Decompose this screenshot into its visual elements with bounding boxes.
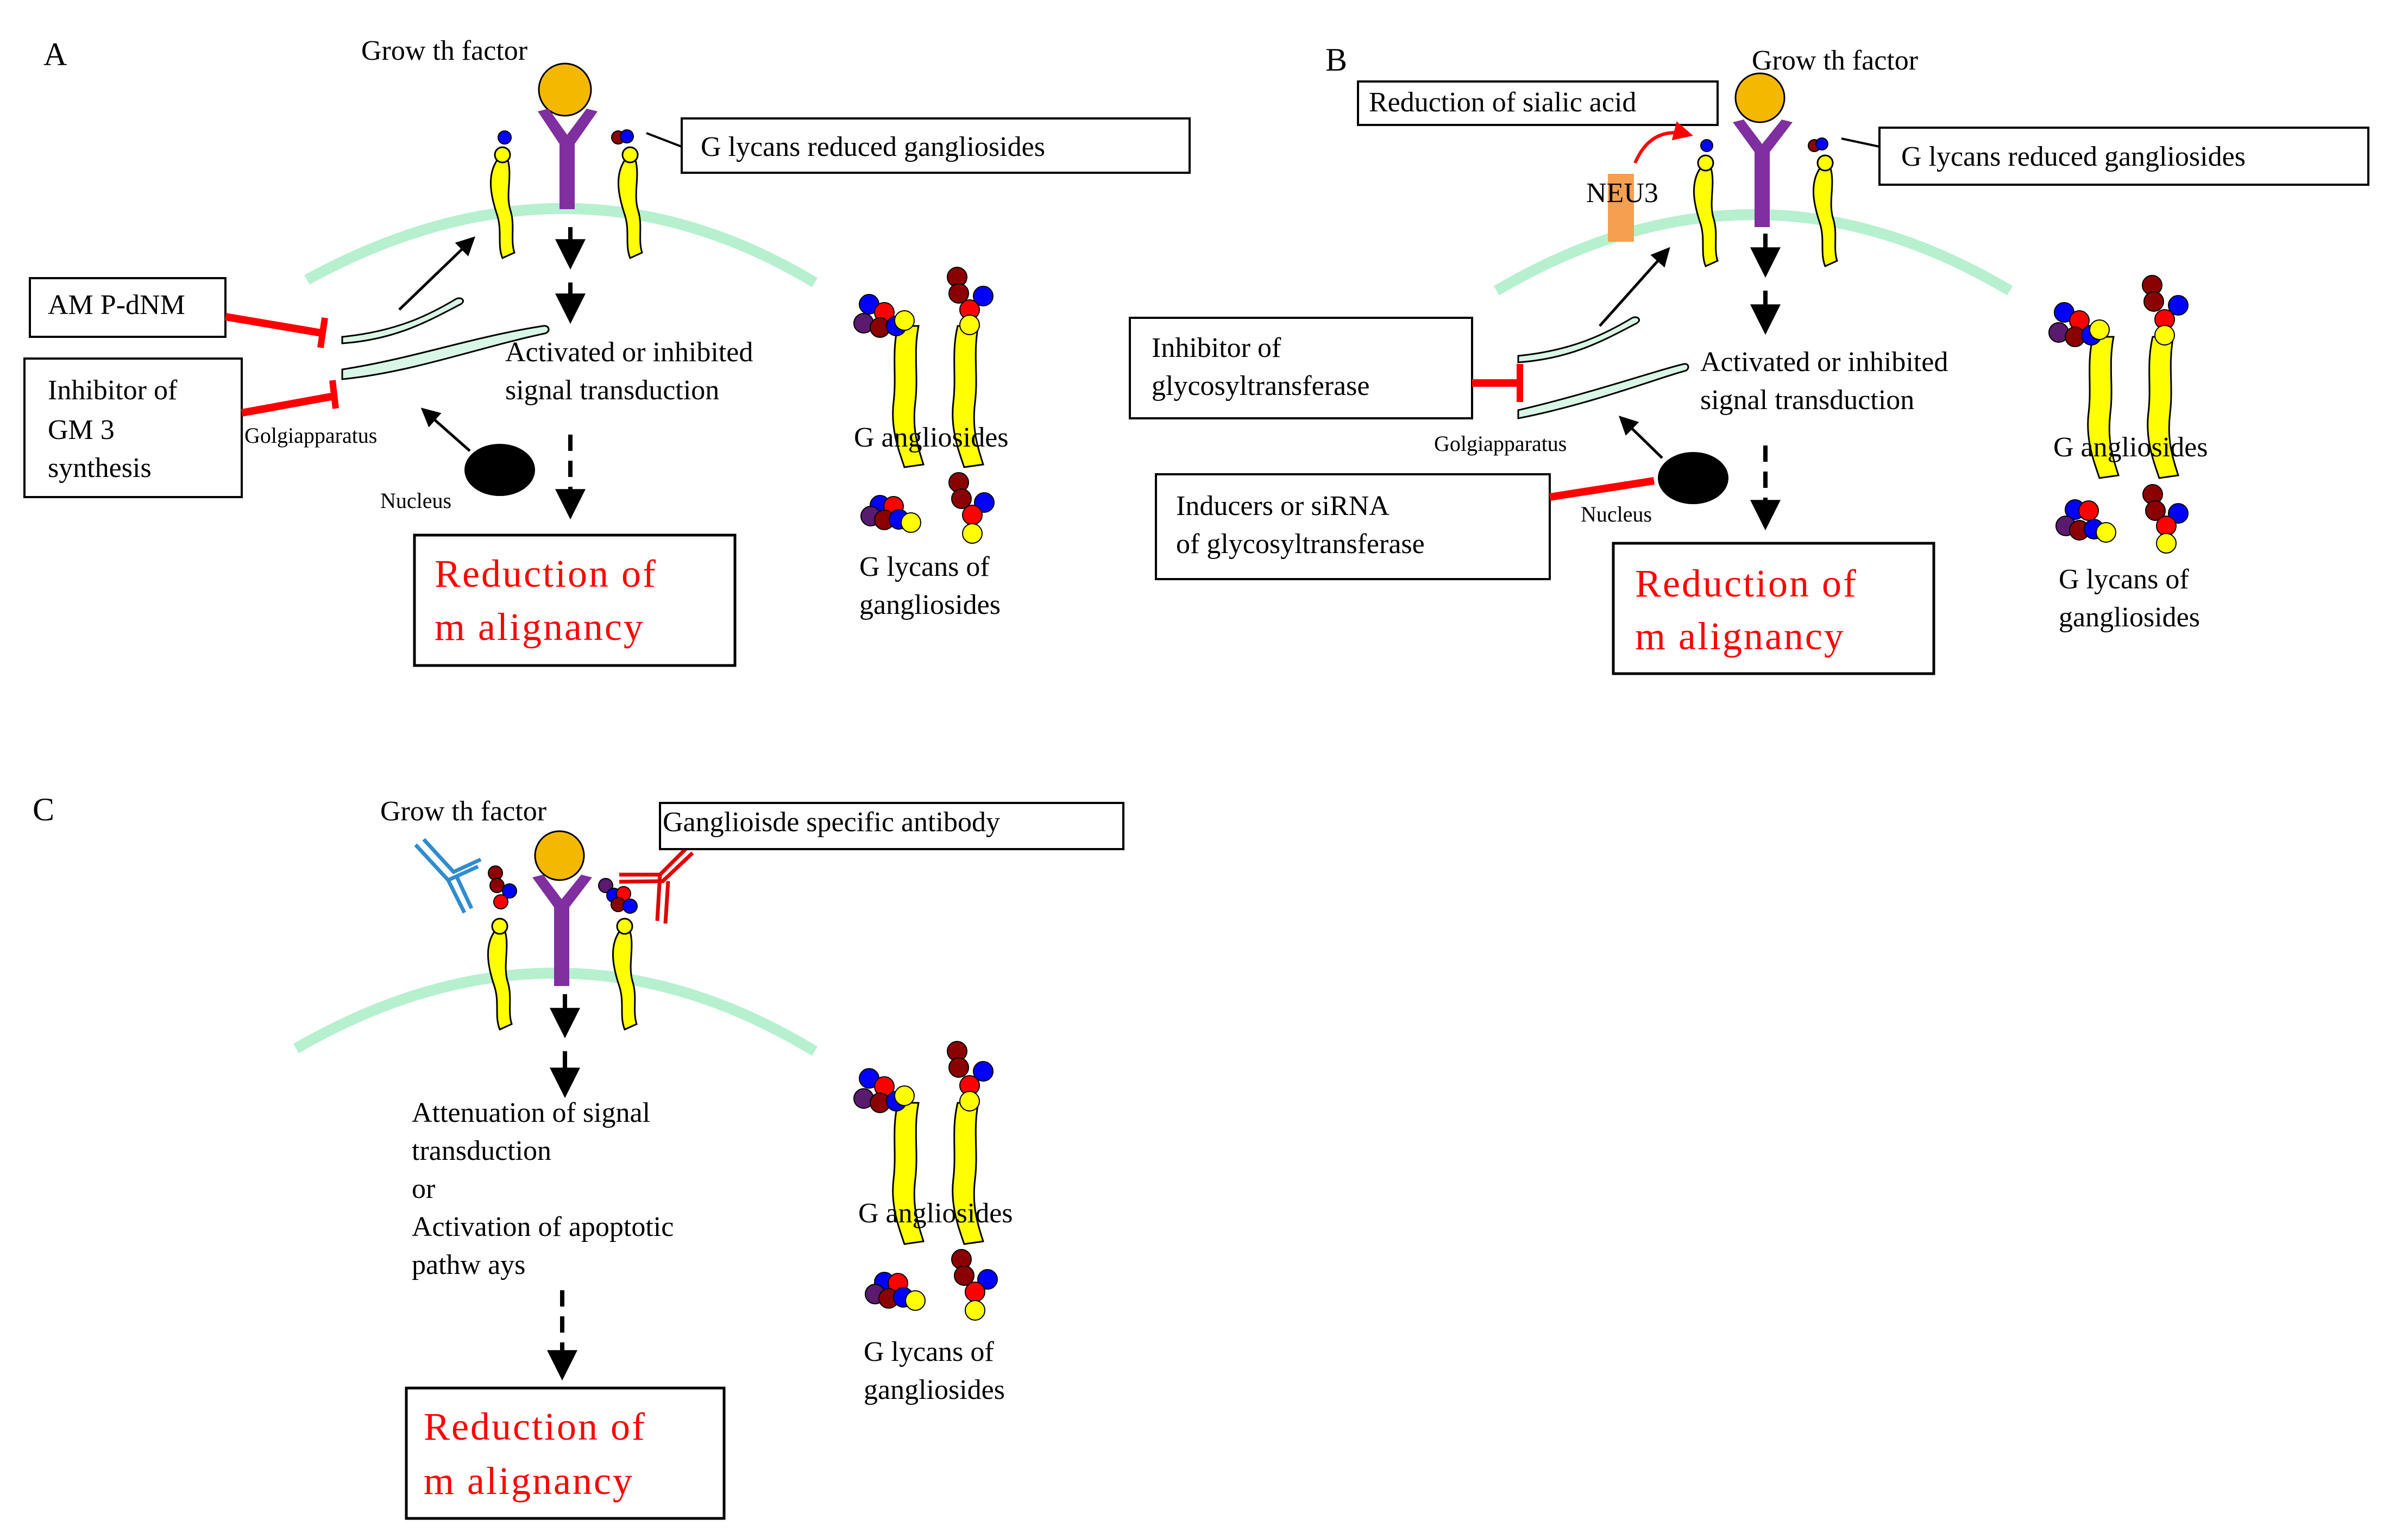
glycans-label-line1: G lycans of xyxy=(859,551,990,582)
inhibitor-gm3-box xyxy=(23,357,243,498)
ganglioside-left xyxy=(1693,139,1719,267)
ganglioside-legend xyxy=(2048,275,2189,479)
nucleus xyxy=(1658,452,1728,504)
glycan-right xyxy=(598,878,638,914)
glycans-reduced-box xyxy=(681,117,1191,174)
inducers-box xyxy=(1155,473,1551,580)
growth-factor-label: Grow th factor xyxy=(1752,45,1918,76)
signal-line2: signal transduction xyxy=(505,375,719,406)
growth-factor-label: Grow th factor xyxy=(380,796,546,827)
glycans-label-line1: G lycans of xyxy=(864,1336,994,1367)
reduction-sialic-box xyxy=(1357,80,1719,126)
amp-dnm-box xyxy=(29,277,227,338)
nucleus xyxy=(464,444,535,496)
inhibitor-gt-line1: Inhibitor of xyxy=(1152,332,1281,363)
amp-dnm-label: AM P-dNM xyxy=(48,290,185,321)
glycan-left xyxy=(488,865,517,909)
signal-line1: Activated or inhibited xyxy=(505,337,753,368)
attenuation-line4: Activation of apoptotic xyxy=(412,1211,674,1242)
nucleus-to-golgi-arrow xyxy=(1618,416,1663,459)
glycans-reduced-label: G lycans reduced gangliosides xyxy=(701,131,1045,162)
neu3-label: NEU3 xyxy=(1586,178,1658,209)
attenuation-line2: transduction xyxy=(412,1135,551,1166)
inhibitor-gm3-line2: GM 3 xyxy=(48,415,115,445)
reduction-line1: Reduction of xyxy=(435,552,657,595)
ganglioside-right xyxy=(611,129,643,259)
attenuation-line1: Attenuation of signal xyxy=(412,1097,650,1128)
receptor xyxy=(1733,120,1793,227)
inhibitor-gm3-inhibit xyxy=(241,393,332,417)
attenuation-line5: pathw ays xyxy=(412,1250,525,1280)
panel-b-label: B xyxy=(1325,42,1347,78)
nucleus-label: Nucleus xyxy=(380,488,451,513)
golgi-label: Golgiapparatus xyxy=(244,423,377,448)
inhibitor-gm3-line3: synthesis xyxy=(48,453,152,484)
inducers-line2: of glycosyltransferase xyxy=(1176,529,1425,560)
panel-a: A Grow th factor G lycans reduced gangli… xyxy=(23,35,1191,667)
inducers-line1: Inducers or siRNA xyxy=(1176,491,1390,522)
antibody-blue xyxy=(414,838,482,914)
receptor xyxy=(538,109,598,209)
growth-factor-ball xyxy=(1734,72,1785,123)
reduction-line1: Reduction of xyxy=(1635,562,1858,605)
inhibitor-gt-line2: glycosyltransferase xyxy=(1152,371,1369,401)
ganglioside-right xyxy=(612,918,638,1031)
glycans-label-line2: gangliosides xyxy=(864,1374,1005,1405)
glycan-legend xyxy=(2055,484,2189,554)
ganglioside-right xyxy=(1808,137,1838,267)
glycan-legend xyxy=(865,1249,998,1321)
glycans-label-line2: gangliosides xyxy=(2059,602,2200,633)
golgi-apparatus xyxy=(1517,316,1689,419)
reduction-line2: m alignancy xyxy=(435,605,645,649)
cell-membrane xyxy=(1493,209,2013,296)
glycans-label-line1: G lycans of xyxy=(2059,564,2189,595)
nucleus-label: Nucleus xyxy=(1581,502,1652,526)
gangliosides-label: G angliosides xyxy=(2053,432,2208,463)
reduction-line1: Reduction of xyxy=(424,1405,646,1448)
antibody-box xyxy=(659,802,1124,850)
panel-c-label: C xyxy=(33,792,54,827)
ganglioside-left xyxy=(489,130,515,259)
panel-b: B Grow th factor Reduction of sialic aci… xyxy=(1129,42,2369,675)
reduction-sialic-label: Reduction of sialic acid xyxy=(1369,87,1636,118)
glycans-reduced-label: G lycans reduced gangliosides xyxy=(1901,141,2246,172)
golgi-to-membrane-arrow xyxy=(1599,247,1670,327)
golgi-to-membrane-arrow xyxy=(398,236,476,311)
gangliosides-label: G angliosides xyxy=(854,422,1009,453)
growth-factor-label: Grow th factor xyxy=(361,35,527,66)
inhibitor-gm3-line1: Inhibitor of xyxy=(48,375,178,406)
panel-a-label: A xyxy=(43,36,67,72)
antibody-red xyxy=(619,846,694,924)
signal-line2: signal transduction xyxy=(1700,385,1914,416)
reduction-box xyxy=(405,1386,726,1520)
signal-line1: Activated or inhibited xyxy=(1700,347,1948,378)
reduction-line2: m alignancy xyxy=(424,1459,634,1503)
reduction-line2: m alignancy xyxy=(1635,614,1845,658)
golgi-label: Golgiapparatus xyxy=(1434,431,1567,456)
panel-c: C Grow th factor xyxy=(33,792,1124,1520)
sialic-removal-arrow xyxy=(1633,121,1693,164)
antibody-label: Ganglioisde specific antibody xyxy=(663,807,1000,838)
attenuation-line3: or xyxy=(412,1173,435,1204)
gangliosides-label: G angliosides xyxy=(858,1198,1013,1229)
reduction-box xyxy=(413,533,737,667)
inhibitor-gt-box xyxy=(1129,317,1473,419)
cell-membrane xyxy=(304,203,818,287)
growth-factor-ball xyxy=(538,62,592,117)
ganglioside-legend xyxy=(853,1041,994,1245)
neu3-enzyme xyxy=(1608,174,1634,242)
ganglioside-legend xyxy=(853,267,994,468)
glycans-label-line2: gangliosides xyxy=(859,589,1001,620)
reduction-box xyxy=(1612,542,1935,675)
receptor xyxy=(532,875,592,986)
glycan-legend xyxy=(860,472,995,544)
glycans-reduced-box xyxy=(1878,127,2369,186)
inducers-inhibit xyxy=(1549,477,1655,501)
nucleus-to-golgi-arrow xyxy=(420,407,471,452)
amp-dnm-inhibit xyxy=(224,313,323,337)
growth-factor-ball xyxy=(534,830,585,881)
